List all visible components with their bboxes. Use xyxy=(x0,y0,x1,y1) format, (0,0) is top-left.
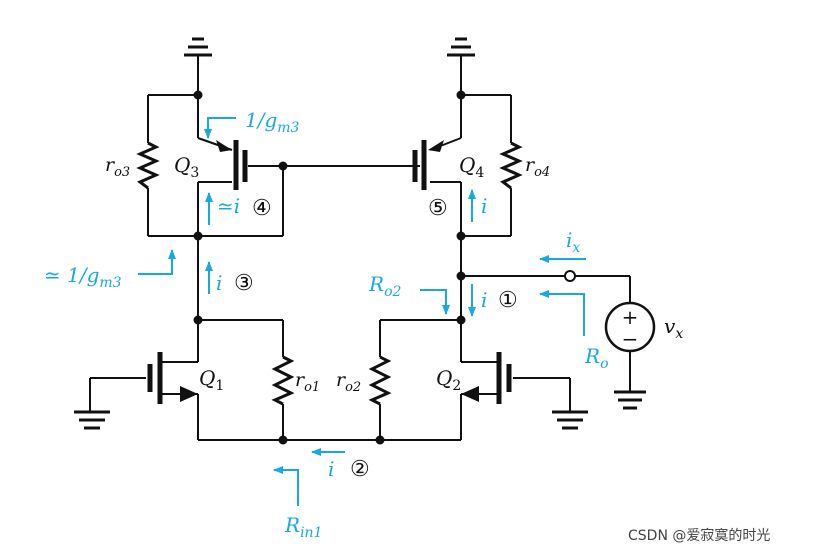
approx-i-label-4: ≃i xyxy=(217,194,240,218)
gm3-left-label: ≃ 1/gm3 xyxy=(44,263,122,291)
ground-icon-q1-gate xyxy=(74,410,110,430)
ground-icon-top-left xyxy=(184,37,212,95)
circuit-wires xyxy=(89,94,631,441)
q4-label: Q4 xyxy=(459,153,484,181)
i-label-2: i xyxy=(328,457,334,481)
output-terminal xyxy=(564,270,576,282)
rin1-label: Rin1 xyxy=(284,513,322,541)
i-label-5: i xyxy=(481,194,487,218)
ro1-resistor xyxy=(271,355,295,406)
ro2-resistor xyxy=(368,355,392,406)
ro4-resistor xyxy=(499,141,523,190)
ground-icon-q2-gate xyxy=(552,410,588,430)
q1-label: Q1 xyxy=(199,366,224,394)
i-label-3: i xyxy=(216,271,222,295)
q1-transistor xyxy=(147,352,198,404)
q2-label: Q2 xyxy=(436,366,461,394)
q3-transistor xyxy=(216,140,248,190)
ro3-resistor xyxy=(136,141,160,190)
ro2-label: ro2 xyxy=(336,369,361,395)
circled-2: ② xyxy=(350,457,370,482)
circled-4: ④ xyxy=(252,196,272,221)
circled-3: ③ xyxy=(234,271,254,296)
ground-icon-source xyxy=(614,352,646,410)
ro3-label: ro3 xyxy=(105,154,130,180)
circled-5: ⑤ xyxy=(428,196,448,221)
watermark: CSDN @爱寂寞的时光 xyxy=(628,528,770,544)
vx-label: vx xyxy=(664,314,683,342)
ro1-label: ro1 xyxy=(295,369,320,395)
ro2-resistance-label: Ro2 xyxy=(368,272,401,300)
annotation-arrows xyxy=(138,117,586,506)
q4-transistor xyxy=(412,140,444,190)
ground-icon-top-right xyxy=(447,37,475,95)
voltage-source-vx: + − xyxy=(604,301,656,353)
q2-transistor xyxy=(461,352,512,404)
ix-label: ix xyxy=(566,228,580,256)
source-plus: + xyxy=(622,305,639,329)
ro-resistance-label: Ro xyxy=(584,344,609,372)
ro4-label: ro4 xyxy=(525,154,550,180)
gm3-top-label: 1/gm3 xyxy=(245,108,300,136)
source-minus: − xyxy=(622,327,639,351)
q3-label: Q3 xyxy=(174,153,199,181)
i-label-1: i xyxy=(481,288,487,312)
circuit-nodes xyxy=(193,90,576,445)
circled-1: ① xyxy=(498,288,518,313)
